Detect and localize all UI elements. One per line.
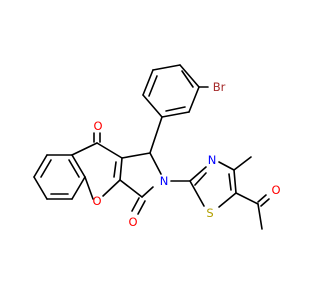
bond-benzo-inner-3 bbox=[68, 159, 80, 178]
bond-pyrrol-1 bbox=[121, 152, 151, 159]
bond-thz-5 bbox=[189, 180, 205, 207]
atom-labels: O O O N N S Br O bbox=[92, 80, 280, 229]
bond-thz-1 bbox=[189, 166, 207, 182]
atom-oxygen-lactam: O bbox=[128, 215, 137, 229]
bond-thz-3 bbox=[233, 169, 237, 194]
bond-aryl-inner-2 bbox=[181, 70, 194, 88]
chemical-structure-diagram: O O O N N S Br O bbox=[33, 64, 281, 230]
bond-lactam-o-2 bbox=[137, 200, 146, 215]
bond-pyran-4 bbox=[102, 179, 121, 197]
bonds bbox=[33, 64, 270, 230]
bond-pyrrol-2 bbox=[149, 152, 162, 175]
bond-thz-1b bbox=[194, 172, 207, 186]
atom-nitrogen-pyrrolidine: N bbox=[160, 174, 169, 188]
bond-aryl-inner-3 bbox=[165, 106, 186, 112]
bond-aryl-5 bbox=[188, 86, 200, 113]
bond-aryl-2 bbox=[142, 69, 154, 96]
bond-pyran-2 bbox=[96, 142, 123, 159]
bond-pyrrol-4 bbox=[119, 179, 143, 198]
molecule-canvas: O O O N N S Br O bbox=[33, 64, 281, 230]
bond-aryl-1 bbox=[142, 94, 163, 118]
bond-aryl-3 bbox=[152, 64, 181, 71]
bond-thz-2 bbox=[218, 161, 235, 171]
bond-acetyl-methyl bbox=[257, 203, 263, 230]
bond-benzo-1 bbox=[33, 154, 48, 178]
bond-pyran-5 bbox=[84, 176, 94, 200]
atom-oxygen-ketone: O bbox=[93, 119, 102, 133]
bond-acetyl-1 bbox=[235, 192, 259, 205]
bond-aryl-inner-1 bbox=[148, 75, 158, 97]
bond-aryl-6 bbox=[161, 111, 190, 118]
bond-acetyl-o-2 bbox=[260, 198, 270, 207]
bond-methyl bbox=[233, 156, 252, 171]
bond-pyrrol-3 bbox=[141, 186, 154, 198]
bond-acetyl-o-1 bbox=[257, 194, 267, 203]
bond-lactam-o-1 bbox=[131, 197, 140, 212]
bond-aryl-4 bbox=[179, 64, 200, 88]
bond-pyran-3 bbox=[119, 157, 123, 181]
bond-thz-3b bbox=[228, 173, 232, 191]
bond-thz-4 bbox=[218, 192, 237, 208]
atom-oxygen-ring: O bbox=[92, 194, 101, 208]
atom-nitrogen-thiazole: N bbox=[208, 153, 217, 167]
bond-aryl-link bbox=[149, 116, 163, 154]
bond-pyran-1 bbox=[71, 142, 98, 156]
bond-pyran-inner bbox=[113, 161, 117, 178]
atom-bromine: Br bbox=[213, 80, 226, 94]
bond-benzo-4 bbox=[71, 176, 86, 200]
atom-oxygen-acetyl: O bbox=[271, 183, 280, 197]
bond-benzo-2 bbox=[33, 176, 48, 200]
atom-sulfur-thiazole: S bbox=[206, 206, 213, 220]
bond-benzo-5 bbox=[71, 154, 86, 178]
bond-benzo-inner-1 bbox=[40, 159, 52, 178]
